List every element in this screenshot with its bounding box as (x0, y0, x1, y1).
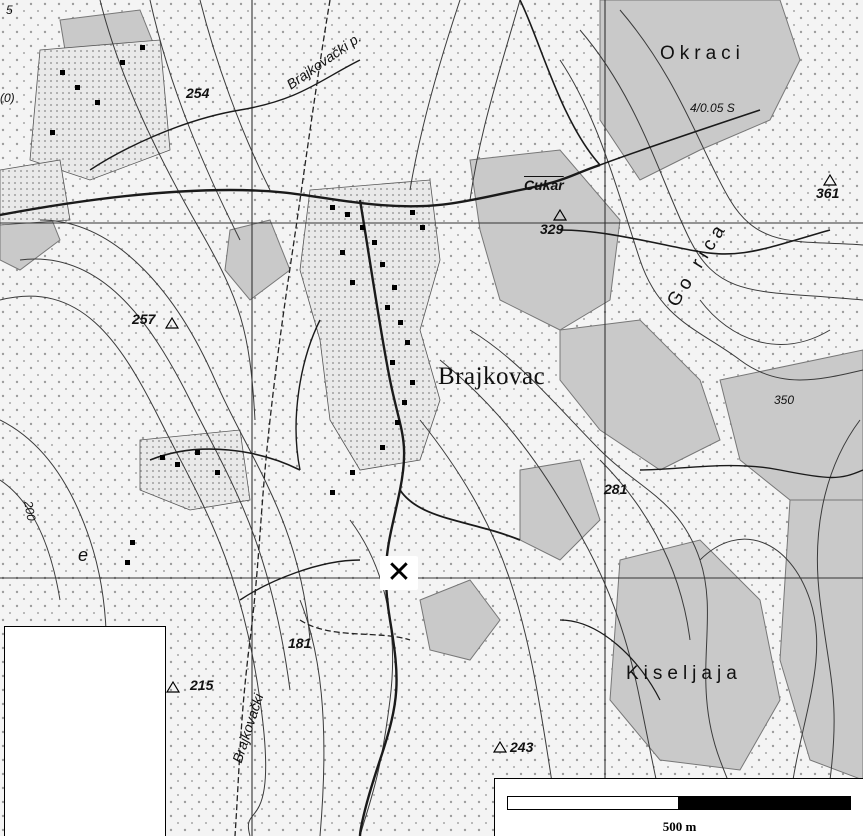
elevation-181: 181 (288, 635, 312, 651)
inset-map (4, 626, 166, 836)
margin-fragment-left: (0) (0, 91, 15, 105)
symbol-okraci: 4/0.05 S (690, 101, 735, 115)
elevation-361: 361 (816, 185, 840, 201)
village-label: Brajkovac (438, 363, 546, 390)
locality-label-okraci: Okraci (660, 43, 745, 64)
elevation-215: 215 (190, 677, 214, 693)
scale-bar-white-segment (507, 796, 679, 810)
streams (234, 0, 411, 836)
scale-bar-black-segment (679, 796, 851, 810)
scale-bar-label: 500 m (662, 819, 697, 834)
elevation-254: 254 (186, 85, 210, 101)
elevation-329: 329 (540, 221, 564, 237)
elevation-257: 257 (132, 311, 156, 327)
elevation-243: 243 (510, 739, 534, 755)
elevation-281: 281 (604, 481, 628, 497)
buildings (50, 45, 425, 565)
triangulation-points (164, 173, 838, 753)
site-marker-icon: ✕ (380, 556, 418, 590)
peak-label: Cukar (524, 177, 564, 193)
script-fragment: e (78, 545, 89, 565)
locality-label-kiseljaja: Kiseljaja (626, 663, 742, 684)
elevation-200: 200 (21, 499, 39, 522)
margin-fragment-top-left: 5 (6, 3, 13, 17)
scale-bar: 500 m (494, 778, 863, 836)
elevation-350: 350 (774, 393, 795, 407)
